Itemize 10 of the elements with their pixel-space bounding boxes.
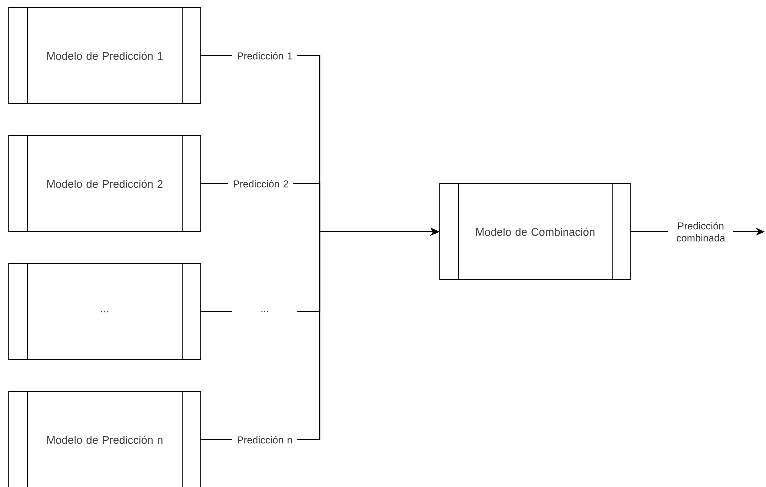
edge-label: ...	[232, 310, 298, 314]
edge-label: Predicción combinada	[668, 220, 734, 244]
edge-label: Predicción 1	[232, 50, 298, 62]
process-box: Modelo de Combinación	[440, 183, 632, 281]
process-box: Modelo de Predicción 1	[8, 7, 202, 105]
process-box: Modelo de Predicción 2	[8, 135, 202, 233]
edge-label: Predicción n	[232, 434, 298, 446]
process-box: ...	[8, 263, 202, 361]
edge-label: Predicción 2	[228, 178, 294, 190]
process-box: Modelo de Predicción n	[8, 391, 202, 487]
